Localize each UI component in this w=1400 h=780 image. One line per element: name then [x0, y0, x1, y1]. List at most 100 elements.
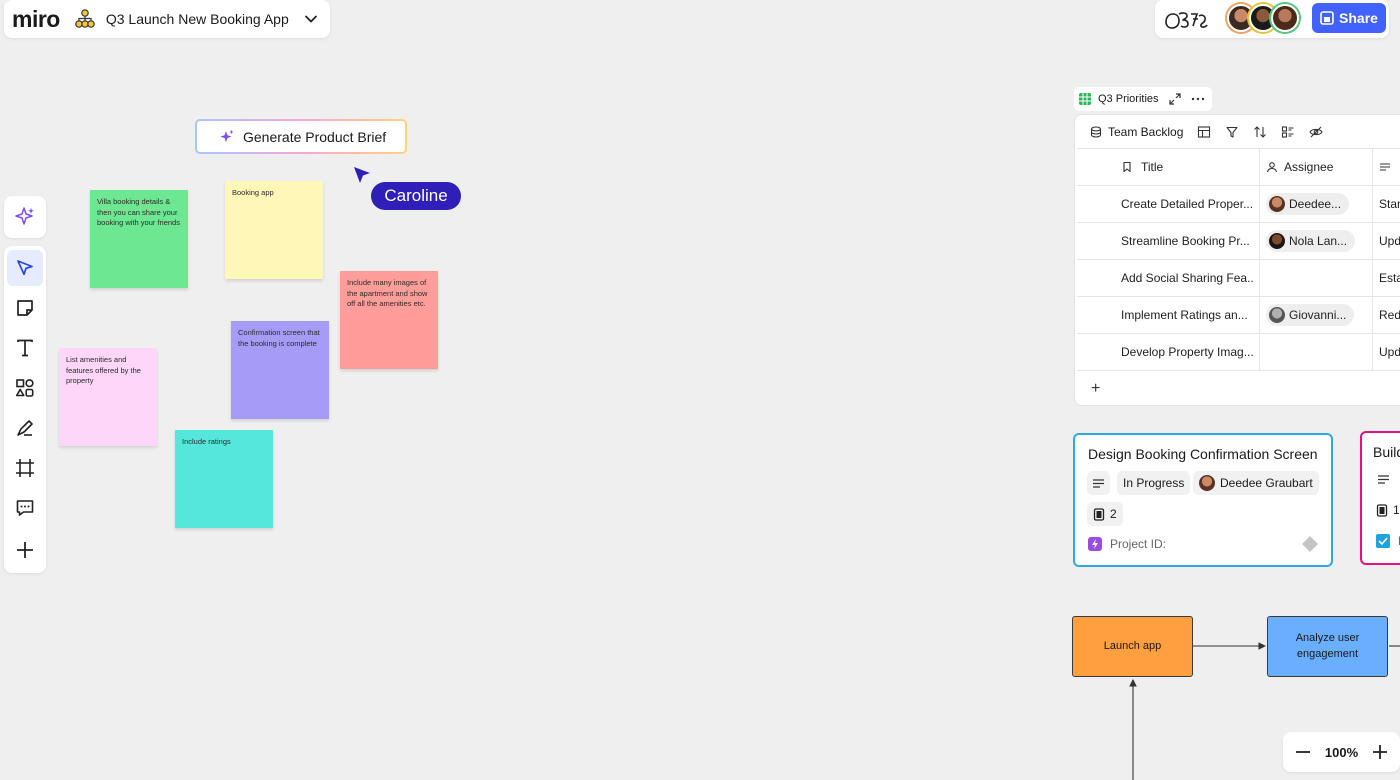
row-title[interactable]: Streamline Booking Pr...: [1121, 234, 1250, 248]
flow-node-label: Analyze user engagement: [1295, 631, 1360, 660]
row-assignee[interactable]: Nola Lan...: [1259, 223, 1372, 259]
row-assignee[interactable]: [1259, 334, 1372, 370]
card-checklist[interactable]: N: [1376, 534, 1400, 548]
description-column-header[interactable]: [1372, 149, 1400, 185]
avatar[interactable]: [1271, 4, 1299, 32]
card-count-badge[interactable]: 2: [1087, 502, 1123, 526]
ai-sparkle-icon: [220, 129, 234, 142]
ai-assist-button[interactable]: [4, 196, 46, 238]
sticky-note[interactable]: Include ratings: [175, 430, 273, 528]
sticky-note[interactable]: Villa booking details & then you can sha…: [90, 190, 188, 288]
select-cursor-icon: [17, 260, 33, 276]
generate-product-brief-button[interactable]: Generate Product Brief: [195, 119, 407, 154]
sort-icon[interactable]: [1253, 125, 1267, 139]
frame-tool[interactable]: [7, 450, 43, 486]
sticky-note[interactable]: List amenities and features offered by t…: [59, 348, 157, 446]
row-assignee[interactable]: [1259, 260, 1372, 296]
row-title[interactable]: Implement Ratings an...: [1121, 308, 1248, 322]
sticky-note[interactable]: Confirmation screen that the booking is …: [231, 321, 329, 419]
comment-tool[interactable]: [7, 490, 43, 526]
card-description-button[interactable]: [1087, 471, 1110, 495]
checklist-label: N: [1398, 534, 1400, 548]
collaboration-bar: Share: [1155, 0, 1389, 38]
card-count: 1: [1393, 503, 1400, 517]
add-row-button[interactable]: +: [1091, 380, 1101, 397]
sticky-note-tool[interactable]: [7, 290, 43, 326]
assignee-name: Deedee...: [1289, 197, 1342, 211]
collaborator-name-tag: Caroline: [371, 182, 461, 210]
table-view-name[interactable]: Team Backlog: [1108, 124, 1184, 139]
card-title[interactable]: Build: [1373, 444, 1400, 460]
table-row[interactable]: Create Detailed Proper... Deedee... Stan: [1077, 185, 1400, 222]
row-description[interactable]: Redu: [1372, 297, 1400, 333]
database-icon: [1090, 125, 1102, 138]
generate-brief-label: Generate Product Brief: [243, 128, 387, 145]
reactions-icon[interactable]: [1163, 8, 1211, 30]
card-assignee-name: Deedee Graubart: [1220, 476, 1313, 490]
flow-node-launch-app[interactable]: Launch app: [1072, 616, 1193, 677]
avatar: [1269, 307, 1285, 323]
row-title[interactable]: Develop Property Imag...: [1121, 345, 1253, 359]
table-chip-title: Q3 Priorities: [1098, 93, 1159, 105]
row-description[interactable]: Esta: [1372, 260, 1400, 296]
zoom-level[interactable]: 100%: [1324, 744, 1359, 760]
zoom-in-icon[interactable]: [1372, 744, 1388, 760]
assignee-column-header[interactable]: Assignee: [1259, 149, 1372, 185]
task-card[interactable]: Design Booking Confirmation Screen In Pr…: [1073, 433, 1333, 567]
share-button[interactable]: Share: [1312, 3, 1386, 33]
row-description[interactable]: Upd: [1372, 223, 1400, 259]
row-title[interactable]: Create Detailed Proper...: [1121, 197, 1253, 211]
card-title[interactable]: Design Booking Confirmation Screen: [1088, 446, 1318, 462]
row-description[interactable]: Stan: [1372, 186, 1400, 222]
zoom-out-icon[interactable]: [1295, 744, 1311, 760]
title-header-label: Title: [1141, 160, 1164, 174]
sticky-note[interactable]: Booking app: [225, 181, 323, 279]
creation-toolbar: [4, 246, 46, 573]
more-tools-button[interactable]: [7, 532, 43, 568]
table-header-row: Title Assignee: [1077, 148, 1400, 185]
more-options-icon[interactable]: [1191, 93, 1205, 105]
sticky-note[interactable]: Include many images of the apartment and…: [340, 271, 438, 369]
table-row[interactable]: Develop Property Imag... Upd: [1077, 333, 1400, 370]
sticky-note-icon: [17, 300, 33, 316]
table-grid-icon: [1079, 93, 1091, 105]
row-title[interactable]: Add Social Sharing Fea...: [1121, 271, 1253, 285]
card-count-badge[interactable]: 1: [1376, 503, 1400, 517]
project-id-label: Project ID:: [1110, 537, 1167, 551]
table-row[interactable]: Add Social Sharing Fea... Esta: [1077, 259, 1400, 296]
status-badge[interactable]: In Progress: [1117, 471, 1191, 495]
ai-sparkle-icon: [15, 207, 34, 225]
frame-icon: [16, 459, 34, 477]
avatar: [1269, 233, 1285, 249]
table-title-chip[interactable]: Q3 Priorities: [1074, 87, 1212, 111]
task-card[interactable]: Build 1 N: [1360, 431, 1400, 565]
card-assignee[interactable]: Deedee Graubart: [1193, 471, 1319, 495]
add-row-area: +: [1077, 370, 1400, 405]
shapes-tool[interactable]: [7, 370, 43, 406]
filter-icon[interactable]: [1225, 125, 1239, 139]
hide-fields-icon[interactable]: [1309, 125, 1324, 139]
text-tool[interactable]: [7, 330, 43, 366]
title-column-header[interactable]: Title: [1121, 149, 1253, 185]
row-assignee[interactable]: Giovanni...: [1259, 297, 1372, 333]
expand-icon[interactable]: [1168, 93, 1181, 105]
chevron-down-icon[interactable]: [303, 11, 319, 27]
table-view-icon[interactable]: [1197, 125, 1211, 139]
row-description[interactable]: Upd: [1372, 334, 1400, 370]
card-project-field[interactable]: Project ID:: [1088, 537, 1166, 551]
select-tool[interactable]: [7, 250, 43, 286]
miro-logo[interactable]: miro: [12, 5, 60, 32]
assignee-pill[interactable]: Giovanni...: [1266, 304, 1355, 326]
table-row[interactable]: Implement Ratings an... Giovanni... Redu: [1077, 296, 1400, 333]
add-icon: [17, 542, 33, 558]
group-icon[interactable]: [1281, 125, 1295, 139]
table-row[interactable]: Streamline Booking Pr... Nola Lan... Upd: [1077, 222, 1400, 259]
flow-node-analyze-engagement[interactable]: Analyze user engagement: [1267, 616, 1388, 677]
pen-tool[interactable]: [7, 410, 43, 446]
card-count: 2: [1110, 507, 1117, 521]
assignee-pill[interactable]: Deedee...: [1266, 193, 1350, 215]
board-title[interactable]: Q3 Launch New Booking App: [105, 11, 289, 27]
row-assignee[interactable]: Deedee...: [1259, 186, 1372, 222]
flow-connectors: [1129, 642, 1400, 780]
assignee-pill[interactable]: Nola Lan...: [1266, 230, 1356, 252]
